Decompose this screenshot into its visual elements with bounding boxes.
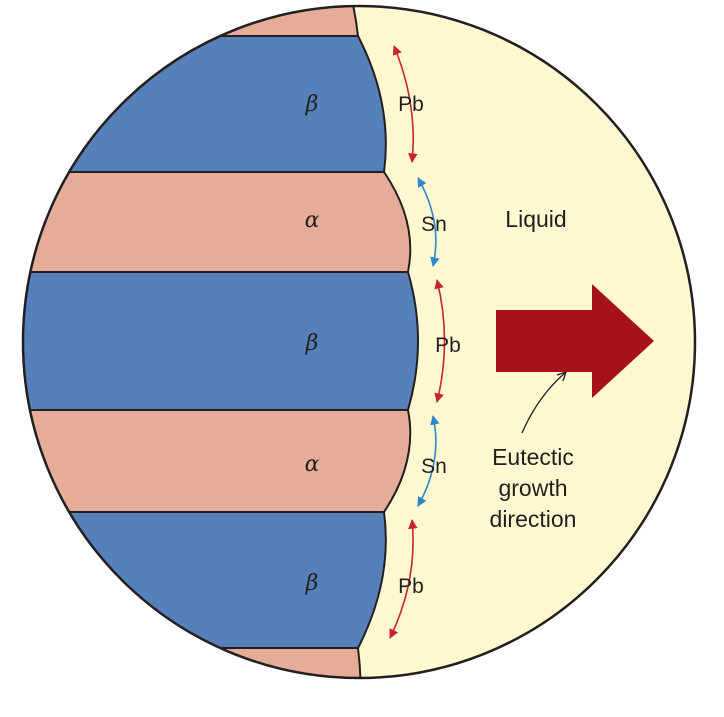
sn-diffusion-arrow — [417, 177, 440, 267]
growth-label-leader — [521, 371, 567, 434]
alpha-lamella-top-partial — [23, 6, 360, 37]
pb-diffusion-arrow — [392, 45, 418, 163]
phase-label-beta: β — [305, 92, 319, 117]
diffusing-species-label: Sn — [421, 455, 447, 478]
growth-label-line2: growth — [498, 475, 567, 501]
leader-arrowhead — [556, 371, 567, 382]
pb-diffusion-arrow — [389, 519, 418, 639]
growth-label-line3: direction — [490, 506, 577, 532]
pb-diffusion-arrow — [434, 279, 446, 403]
liquid-label: Liquid — [505, 206, 566, 232]
diffusing-species-label: Pb — [435, 334, 461, 357]
alpha-lamella-bottom-partial — [23, 647, 362, 678]
phase-label-alpha: α — [305, 208, 320, 233]
sn-diffusion-arrow — [417, 415, 440, 507]
beta-lamella — [23, 35, 387, 173]
microscope-field-outline — [21, 4, 697, 680]
growth-label-line1: Eutectic — [492, 444, 574, 470]
diffusing-species-label: Pb — [398, 575, 424, 598]
phase-label-beta: β — [305, 571, 319, 596]
phase-label-beta: β — [305, 331, 319, 356]
diffusing-species-label: Sn — [421, 213, 447, 236]
growth-direction-arrow — [496, 284, 654, 398]
phase-label-alpha: α — [305, 452, 320, 477]
beta-lamella — [23, 511, 387, 649]
beta-lamella — [23, 271, 419, 411]
diffusing-species-label: Pb — [398, 93, 424, 116]
